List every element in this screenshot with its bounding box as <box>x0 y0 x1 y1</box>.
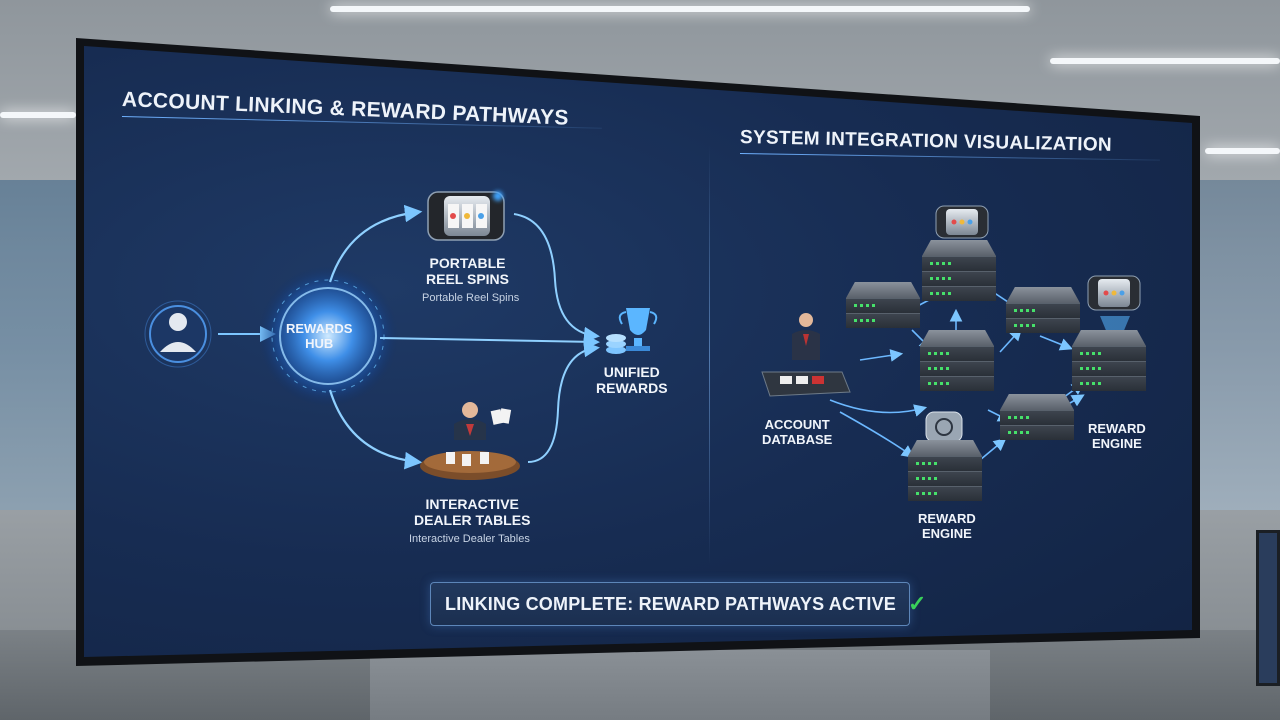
ceiling-light <box>330 6 1030 12</box>
server-unit <box>920 346 994 361</box>
user-avatar <box>144 300 212 368</box>
server-status-led <box>928 352 950 355</box>
panel-divider <box>709 145 710 565</box>
server-stack <box>922 240 996 301</box>
hub-to-reels-path <box>328 204 423 283</box>
server-unit <box>1072 361 1146 376</box>
account-database-label-line1: ACCOUNT <box>764 417 830 432</box>
server-unit <box>908 471 982 486</box>
ceiling-light <box>1205 148 1280 154</box>
server-stack-top <box>920 330 994 346</box>
unified-rewards-label: UNIFIED REWARDS <box>596 364 668 396</box>
linking-status-banner: LINKING COMPLETE: REWARD PATHWAYS ACTIVE… <box>430 582 926 626</box>
server-unit <box>1072 376 1146 391</box>
account-database-label: ACCOUNT DATABASE <box>762 417 833 448</box>
server-status-led <box>1080 352 1102 355</box>
portable-reels-label: PORTABLE REEL SPINS <box>426 255 509 287</box>
server-unit <box>908 486 982 501</box>
portable-reels-sublabel: Portable Reel Spins <box>422 292 520 304</box>
server-unit <box>920 376 994 391</box>
server-unit <box>908 456 982 471</box>
server-unit <box>922 271 996 286</box>
rewards-hub-label-line1: REWARDS <box>286 321 353 336</box>
unified-rewards-label-line1: UNIFIED <box>603 364 660 380</box>
server-status-led <box>1080 382 1102 385</box>
server-stack <box>846 282 920 328</box>
ceiling-light <box>0 112 76 118</box>
server-status-led <box>916 492 938 495</box>
server-unit <box>1006 318 1080 333</box>
server-unit <box>1072 346 1146 361</box>
reward-engine-label-bottom-line2: ENGINE <box>921 525 972 541</box>
server-status-led <box>854 319 876 322</box>
server-unit <box>846 313 920 328</box>
dealer-table-icon <box>420 402 520 480</box>
slot-reel-icon <box>935 205 989 239</box>
server-unit <box>1000 425 1074 440</box>
server-stack <box>920 330 994 391</box>
server-status-led <box>1008 431 1030 434</box>
server-status-led <box>916 462 938 465</box>
checkmark-icon: ✓ <box>908 591 927 616</box>
server-status-led <box>1008 416 1030 419</box>
dealer-tables-label-line1: INTERACTIVE <box>425 496 519 512</box>
hub-to-unified-path <box>379 333 600 350</box>
rewards-hub-label-line2: HUB <box>305 335 334 351</box>
server-stack <box>1000 394 1074 440</box>
server-status-led <box>930 262 952 265</box>
dealer-tables-label: INTERACTIVE DEALER TABLES <box>414 496 530 528</box>
vault-icon <box>925 411 963 443</box>
server-status-led <box>930 292 952 295</box>
ceiling-light <box>1050 58 1280 64</box>
slot-reel-icon <box>427 191 505 241</box>
display-stand <box>370 650 990 720</box>
reward-engine-label-bottom: REWARD ENGINE <box>918 511 976 542</box>
server-status-led <box>854 304 876 307</box>
dealer-to-unified-path <box>527 341 600 463</box>
account-database-console <box>761 313 851 397</box>
linking-status-text: LINKING COMPLETE: REWARD PATHWAYS ACTIVE <box>445 593 897 614</box>
account-database-label-line2: DATABASE <box>762 431 833 447</box>
server-unit <box>922 286 996 301</box>
trophy-icon <box>606 308 658 354</box>
server-unit <box>846 298 920 313</box>
reward-engine-label-right-line1: REWARD <box>1088 421 1146 436</box>
server-stack <box>908 440 982 501</box>
rewards-hub-label: REWARDS HUB <box>286 321 353 352</box>
server-status-led <box>930 277 952 280</box>
dealer-tables-sublabel: Interactive Dealer Tables <box>409 533 530 545</box>
server-status-led <box>928 382 950 385</box>
rewards-hub-orb <box>258 266 398 406</box>
portable-reels-label-line2: REEL SPINS <box>426 271 509 288</box>
dealer-tables-label-line2: DEALER TABLES <box>414 512 531 529</box>
office-window <box>0 180 80 510</box>
reward-engine-label-right: REWARD ENGINE <box>1088 421 1146 452</box>
server-status-led <box>916 477 938 480</box>
server-stack-top <box>1006 287 1080 303</box>
server-stack-top <box>1072 330 1146 346</box>
server-status-led <box>1080 367 1102 370</box>
server-stack <box>1072 330 1146 391</box>
reels-to-unified-path <box>513 213 600 343</box>
server-unit <box>1000 410 1074 425</box>
reward-engine-label-right-line2: ENGINE <box>1091 435 1142 451</box>
server-stack-top <box>908 440 982 456</box>
server-status-led <box>1014 309 1036 312</box>
server-status-led <box>928 367 950 370</box>
server-stack-top <box>1000 394 1074 410</box>
server-stack <box>1006 287 1080 333</box>
server-stack-top <box>922 240 996 256</box>
server-unit <box>922 256 996 271</box>
reward-engine-label-bottom-line1: REWARD <box>918 511 976 526</box>
portable-reels-label-line1: PORTABLE <box>429 255 506 271</box>
server-stack-top <box>846 282 920 298</box>
hub-to-dealer-path <box>328 389 423 470</box>
side-monitor <box>1256 530 1280 686</box>
server-unit <box>1006 303 1080 318</box>
unified-rewards-label-line2: REWARDS <box>596 380 668 397</box>
server-unit <box>920 361 994 376</box>
server-status-led <box>1014 324 1036 327</box>
